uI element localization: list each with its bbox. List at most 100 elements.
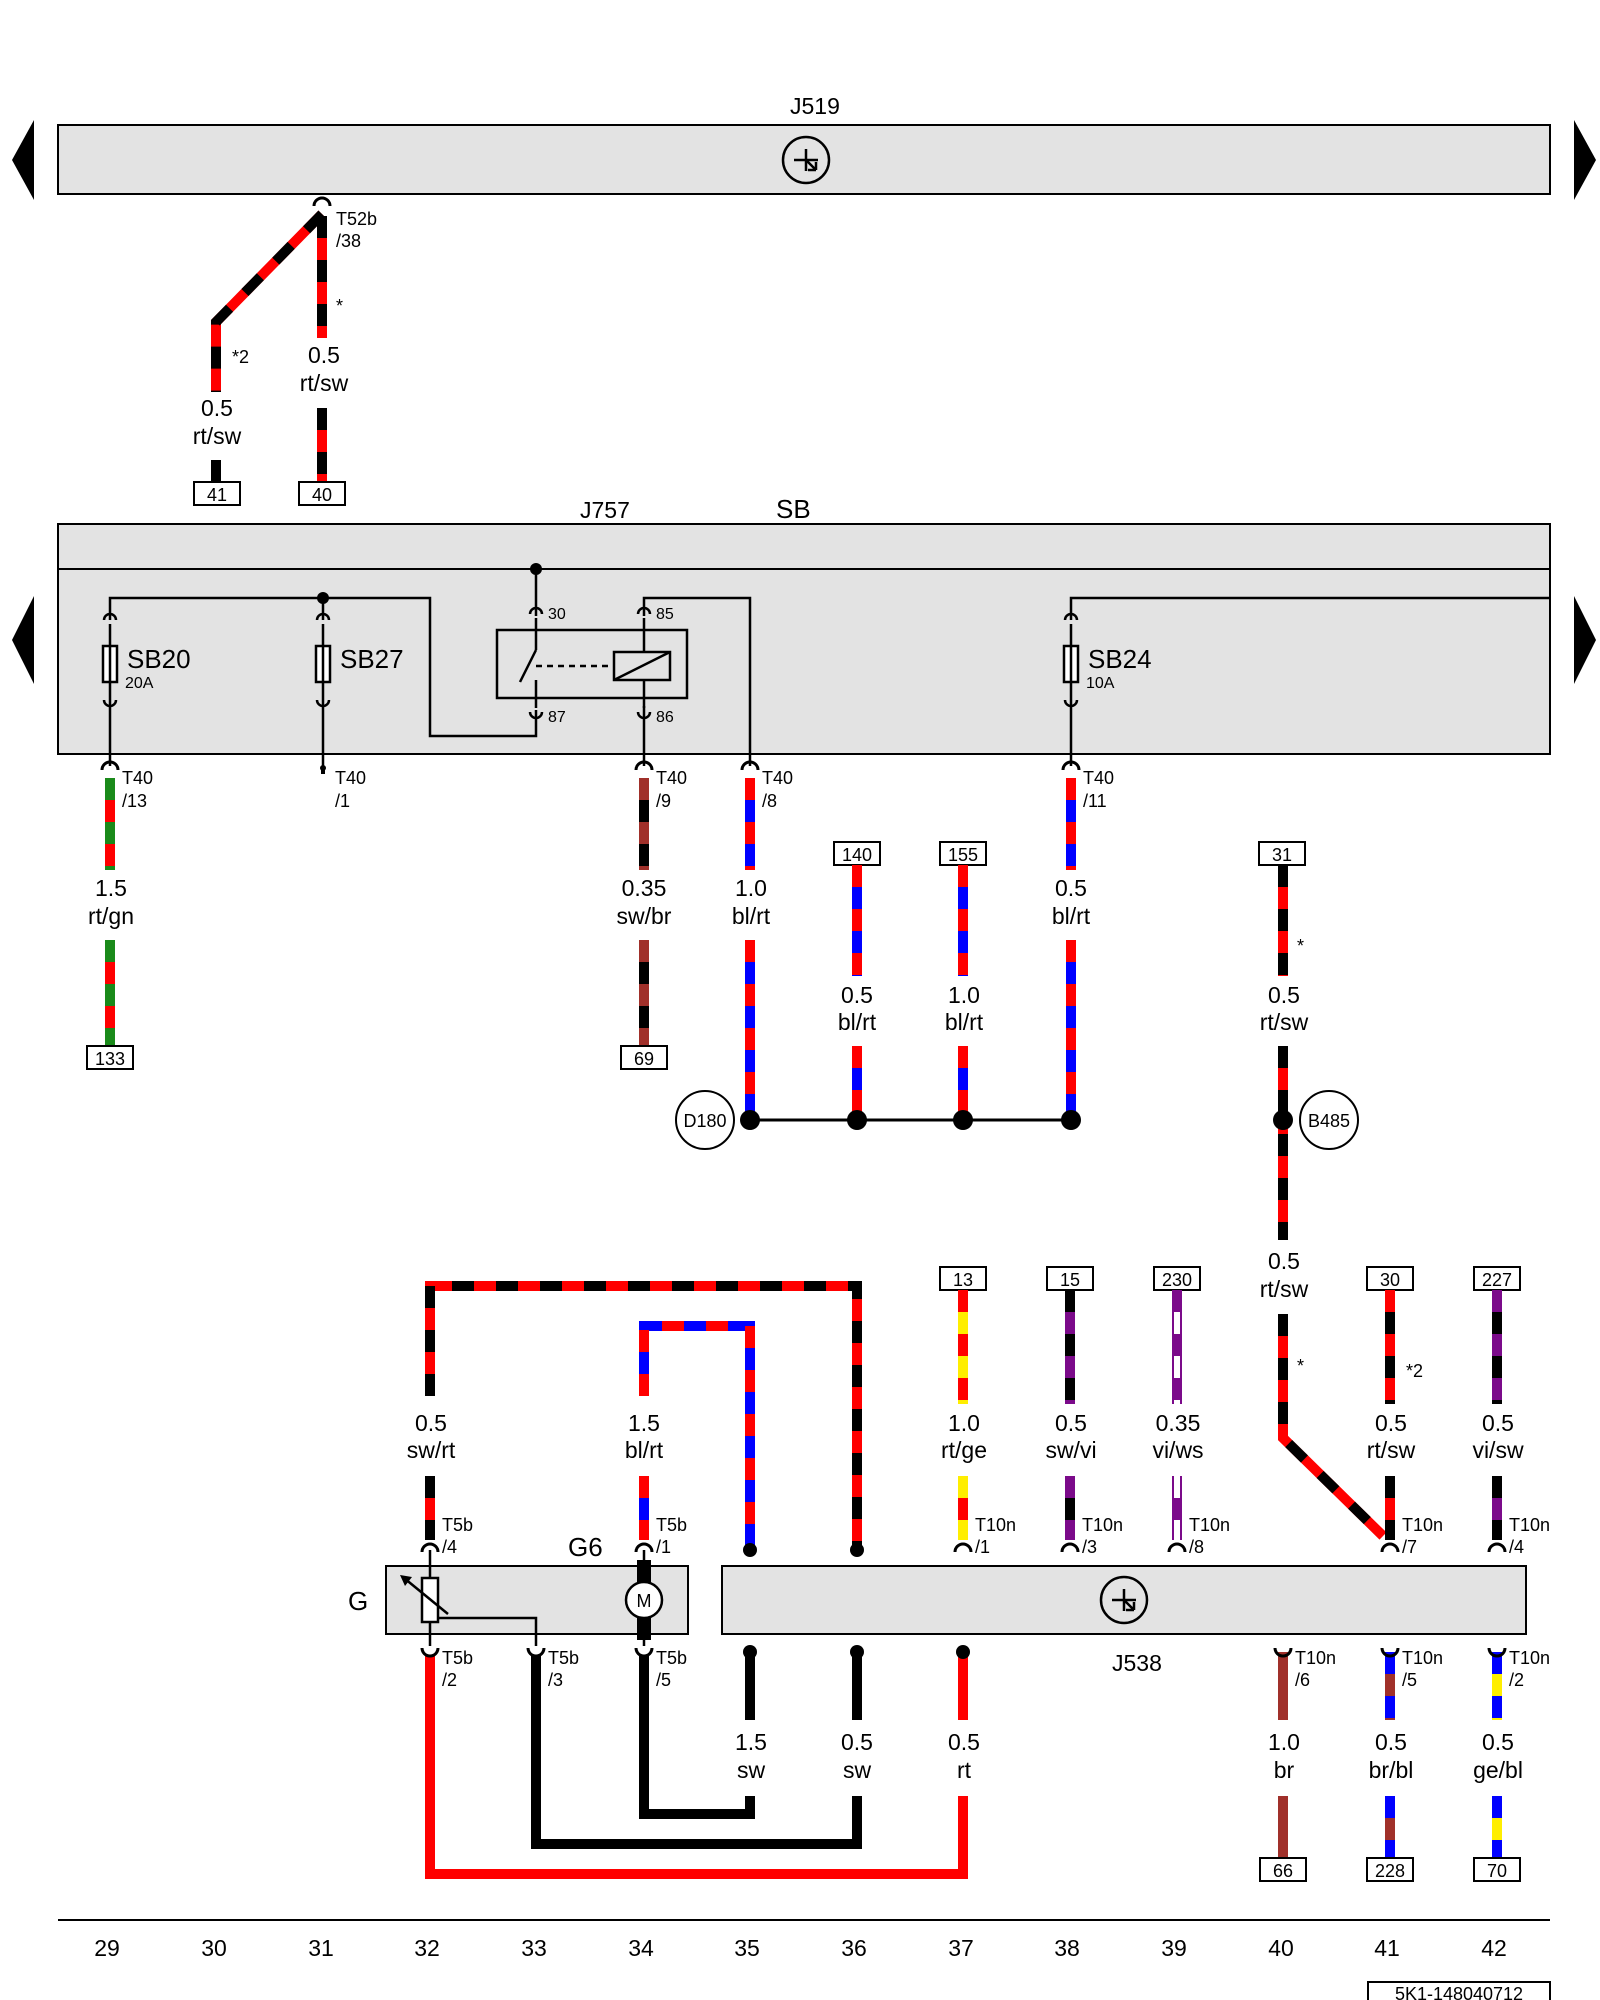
wire-1-color: rt/sw bbox=[300, 370, 349, 396]
wire-0-color: rt/sw bbox=[193, 423, 242, 449]
splice-dot bbox=[740, 1110, 760, 1130]
wire-sw-rt-loop bbox=[425, 1281, 862, 1550]
ref-155: 155 bbox=[948, 845, 978, 865]
sb-junction-dot bbox=[317, 592, 329, 604]
note-n4: * bbox=[1297, 1356, 1304, 1376]
connector-pin-symbol bbox=[1273, 1647, 1293, 1658]
connector-pin-symbol bbox=[1167, 1542, 1187, 1553]
splice-dot bbox=[953, 1110, 973, 1130]
j3-name: T10n bbox=[1189, 1515, 1230, 1535]
d180-connection-circle bbox=[675, 1090, 735, 1150]
wire-15-size: 0.5 bbox=[1375, 1410, 1407, 1436]
j2-pin: /3 bbox=[1082, 1537, 1097, 1557]
track-number: 39 bbox=[1161, 1935, 1187, 1961]
wire-9-size: 0.5 bbox=[1268, 1248, 1300, 1274]
wire-1-size: 0.5 bbox=[308, 342, 340, 368]
wire-6-color: bl/rt bbox=[945, 1009, 984, 1035]
t52b-label: T52b bbox=[336, 209, 377, 229]
sb-label: SB bbox=[776, 494, 811, 524]
j5-name: T10n bbox=[1509, 1515, 1550, 1535]
wire-12-size: 1.0 bbox=[948, 1410, 980, 1436]
wire-21-size: 0.5 bbox=[1375, 1729, 1407, 1755]
wire-11-size: 1.5 bbox=[628, 1410, 660, 1436]
track-number: 37 bbox=[948, 1935, 974, 1961]
t52b-pin-symbol bbox=[312, 196, 332, 207]
track-number: 41 bbox=[1374, 1935, 1400, 1961]
continuation-right-arrow-top bbox=[1574, 120, 1596, 200]
j4-name: T10n bbox=[1402, 1515, 1443, 1535]
ref-box bbox=[1473, 1857, 1521, 1882]
c1-pin: /13 bbox=[122, 791, 147, 811]
wire-11-color: bl/rt bbox=[625, 1437, 664, 1463]
track-number: 29 bbox=[94, 1935, 120, 1961]
b485-connection-circle bbox=[1299, 1090, 1359, 1150]
connector-pin-symbol bbox=[1060, 1542, 1080, 1553]
connector-pin-symbol bbox=[634, 1647, 654, 1658]
sb-fuse-carrier bbox=[57, 523, 1551, 755]
ref-box bbox=[1366, 1857, 1414, 1882]
wire-14-size: 0.35 bbox=[1156, 1410, 1201, 1436]
g3-name: T5b bbox=[442, 1648, 473, 1668]
j757-label: J757 bbox=[580, 497, 630, 523]
connector-pin-symbol bbox=[740, 760, 760, 771]
relay-icon bbox=[495, 606, 689, 720]
wire-18-size: 0.5 bbox=[841, 1729, 873, 1755]
j8-pin: /2 bbox=[1509, 1670, 1524, 1690]
j1-pin: /1 bbox=[975, 1537, 990, 1557]
track-number: 42 bbox=[1481, 1935, 1507, 1961]
wire-sw-1-5 bbox=[639, 1656, 755, 1819]
g4-pin: /3 bbox=[548, 1670, 563, 1690]
ref-31: 31 bbox=[1272, 845, 1292, 865]
connector-pin-symbol bbox=[1380, 1647, 1400, 1658]
fuel-level-sender-icon bbox=[400, 1550, 538, 1646]
ref-66: 66 bbox=[1273, 1861, 1293, 1881]
wire-10-size: 0.5 bbox=[415, 1410, 447, 1436]
continuation-left-arrow-mid bbox=[12, 596, 34, 684]
sb20-fuse-icon bbox=[101, 612, 119, 708]
connector-pin-symbol bbox=[420, 1542, 440, 1553]
wire-12-color: rt/ge bbox=[941, 1437, 987, 1463]
connector-pin-symbol bbox=[1061, 760, 1081, 771]
wire-8-color: rt/sw bbox=[1260, 1009, 1309, 1035]
drawing-number: 5K1-148040712 bbox=[1395, 1984, 1523, 2000]
g-label: G bbox=[348, 1586, 368, 1616]
track-number: 34 bbox=[628, 1935, 654, 1961]
wire-22-color: ge/bl bbox=[1473, 1757, 1523, 1783]
sb20-label: SB20 bbox=[127, 644, 191, 674]
pump-motor-icon: M bbox=[624, 1550, 664, 1646]
note-n1: *2 bbox=[232, 347, 249, 367]
relay-pin-85: 85 bbox=[656, 606, 674, 623]
track-number: 36 bbox=[841, 1935, 867, 1961]
wire-sw-0-5 bbox=[531, 1656, 862, 1849]
g2-name: T5b bbox=[656, 1515, 687, 1535]
note-n5: *2 bbox=[1406, 1361, 1423, 1381]
wire-14-color: vi/ws bbox=[1152, 1437, 1203, 1463]
c5-name: T40 bbox=[1083, 768, 1114, 788]
wire-15-color: rt/sw bbox=[1367, 1437, 1416, 1463]
track-number: 35 bbox=[734, 1935, 760, 1961]
wire-22-size: 0.5 bbox=[1482, 1729, 1514, 1755]
g4-name: T5b bbox=[548, 1648, 579, 1668]
wire-7-size: 0.5 bbox=[1055, 875, 1087, 901]
relay-pin-87: 87 bbox=[548, 709, 566, 726]
connector-pin-symbol bbox=[420, 1647, 440, 1658]
connector-pin-symbol bbox=[1380, 1542, 1400, 1553]
drawing-number-box bbox=[1367, 1981, 1551, 2000]
c3-pin: /9 bbox=[656, 791, 671, 811]
wire-2-size: 1.5 bbox=[95, 875, 127, 901]
wire-7-color: bl/rt bbox=[1052, 903, 1091, 929]
g6-label: G6 bbox=[568, 1532, 603, 1562]
j8-name: T10n bbox=[1509, 1648, 1550, 1668]
sb27-label: SB27 bbox=[340, 644, 404, 674]
sb24-label: SB24 bbox=[1088, 644, 1152, 674]
c5-pin: /11 bbox=[1083, 791, 1107, 811]
connection-dot bbox=[743, 1645, 757, 1659]
wire-20-size: 1.0 bbox=[1268, 1729, 1300, 1755]
ref-230: 230 bbox=[1162, 1270, 1192, 1290]
j4-pin: /7 bbox=[1402, 1537, 1417, 1557]
c4-pin: /8 bbox=[762, 791, 777, 811]
g1-pin: /4 bbox=[442, 1537, 457, 1557]
g5-pin: /5 bbox=[656, 1670, 671, 1690]
wire-13-size: 0.5 bbox=[1055, 1410, 1087, 1436]
